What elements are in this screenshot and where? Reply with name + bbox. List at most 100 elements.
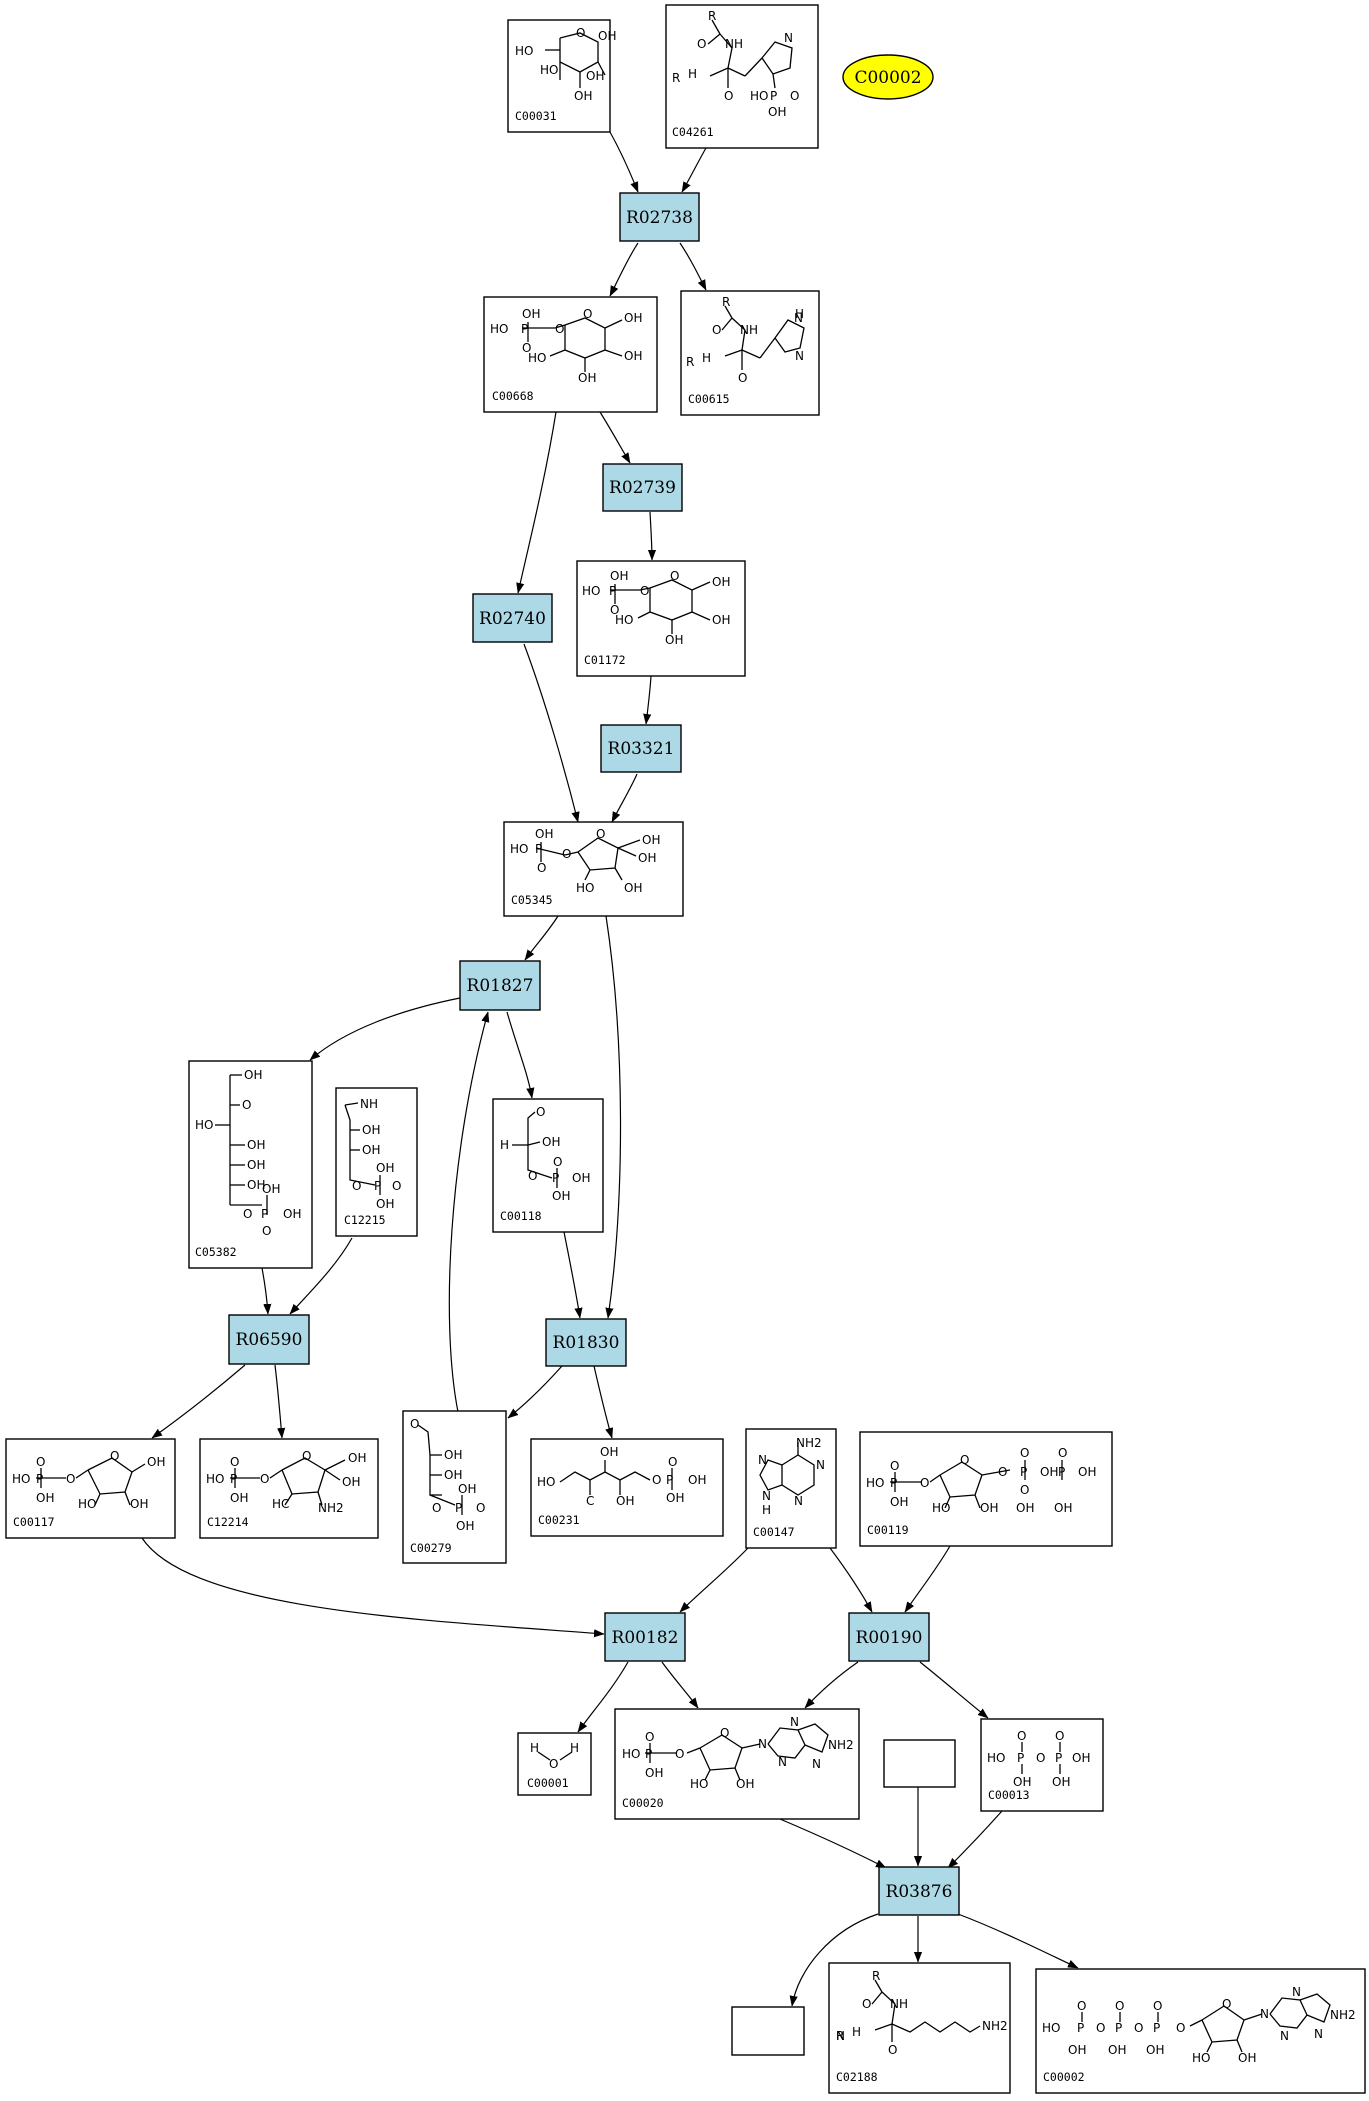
compound-label: C00020 [622,1796,664,1810]
svg-text:O: O [410,1417,419,1431]
structure: O HO P O OH O N N NH2 HO OH N N [622,1715,854,1791]
svg-text:O: O [1115,1999,1124,2013]
svg-text:OH: OH [362,1123,380,1137]
edge-c00031-r02738 [609,131,639,192]
svg-text:OH: OH [610,569,628,583]
reaction-label: R00190 [856,1628,923,1648]
svg-text:OH: OH [362,1143,380,1157]
reaction-r06590[interactable]: R06590 [228,1314,310,1365]
svg-text:O: O [583,307,592,321]
svg-text:OH: OH [247,1158,265,1172]
compound-c00001[interactable]: H O H C00001 [517,1732,592,1796]
compound-c00119[interactable]: O HO P O OH O O HO OH O P OH O P OH O OH… [859,1431,1113,1547]
reaction-r00182[interactable]: R00182 [604,1612,686,1662]
compound-c00668[interactable]: OH HO P O O O OH HO OH OH C00668 [483,296,658,413]
svg-text:NH2: NH2 [796,1436,822,1450]
svg-text:HO: HO [576,881,594,895]
svg-text:O: O [352,1179,361,1193]
svg-text:R: R [672,71,680,85]
compound-label: C00147 [753,1525,795,1539]
svg-text:O: O [302,1449,311,1463]
compound-c05382[interactable]: OH O HO OH OH OH OH O P OH O C05382 [188,1060,313,1269]
svg-text:P: P [455,1501,462,1515]
svg-text:OH: OH [247,1138,265,1152]
compound-c12215[interactable]: NH OH OH OH O P O OH C12215 [335,1087,418,1237]
structure: O HO P O OH O OH HO OH [12,1449,165,1511]
svg-text:OH: OH [376,1197,394,1211]
svg-text:HO: HO [932,1501,950,1515]
compound-c00020[interactable]: O HO P O OH O N N NH2 HO OH N N C00020 [614,1708,860,1820]
structure: R O NH N R H O NH2 [836,1969,1008,2057]
svg-text:O: O [66,1472,75,1486]
compound-blank-2[interactable] [731,2006,805,2056]
compound-c00031[interactable]: HO O OH HO OH OH C00031 [507,19,616,133]
compound-c12214[interactable]: O HO P O OH O OH OH HC NH2 C12214 [199,1438,379,1539]
svg-text:O: O [1134,2021,1143,2035]
edge-r06590-c00177b [274,1364,282,1438]
svg-text:H: H [500,1138,509,1152]
compound-c00118[interactable]: O H OH O O P OH OH C00118 [492,1098,604,1233]
reaction-r02738[interactable]: R02738 [619,192,700,242]
svg-text:N: N [758,1737,767,1751]
svg-text:N: N [794,311,803,325]
compound-c00002[interactable]: O O O HO P O P O P O O OH OH OH N N NH2 … [1035,1968,1366,2094]
reaction-r03321[interactable]: R03321 [600,724,682,773]
compound-c04261[interactable]: R O NH N R H O HO P O OH C04261 [665,4,819,149]
svg-text:OH: OH [1016,1501,1034,1515]
edge-c00013-r03876 [948,1810,1003,1868]
svg-text:N: N [1260,2007,1269,2021]
compound-c01172[interactable]: OH HO P O O O OH HO OH OH C01172 [576,560,746,677]
compound-label: C05345 [511,893,553,907]
svg-text:OH: OH [535,827,553,841]
compound-c02188[interactable]: R O NH N R H O NH2 C02188 [828,1962,1011,2094]
ellipse-c00002[interactable]: C00002 [842,54,934,100]
compound-c00013[interactable]: O O HO P O P OH OH OH C00013 [980,1718,1104,1812]
structure: R O NH H N N R H O [686,295,805,385]
svg-text:N: N [794,1494,803,1508]
svg-text:NH2: NH2 [828,1738,854,1752]
compound-blank-1[interactable] [883,1739,956,1788]
edge-r01830-c00279 [508,1365,563,1419]
reaction-r01830[interactable]: R01830 [545,1318,627,1367]
edge-r03876-blank2 [792,1913,879,2006]
svg-text:O: O [242,1098,251,1112]
reaction-r00190[interactable]: R00190 [848,1612,930,1662]
svg-text:P: P [521,322,528,336]
edge-r01827-c00118 [506,1011,532,1098]
svg-text:NH: NH [890,1997,908,2011]
compound-c00279[interactable]: O OH OH OH O P O OH C00279 [402,1410,507,1564]
reaction-label: R02739 [609,478,676,498]
compound-c00147[interactable]: NH2 N N N N H C00147 [745,1428,837,1549]
compound-c05345[interactable]: OH HO P O O O OH OH HO OH C05345 [503,821,684,917]
svg-text:O: O [1020,1446,1029,1460]
svg-text:O: O [998,1465,1007,1479]
svg-text:OH: OH [247,1178,265,1192]
svg-text:NH: NH [740,323,758,337]
reaction-r02739[interactable]: R02739 [602,463,683,512]
svg-text:OH: OH [244,1068,262,1082]
svg-text:O: O [432,1501,441,1515]
svg-text:P: P [666,1473,673,1487]
reaction-r02740[interactable]: R02740 [472,593,553,643]
svg-text:O: O [1020,1483,1029,1497]
svg-text:OH: OH [980,1501,998,1515]
edge-c00668-r02739 [599,411,631,463]
svg-text:P: P [36,1472,43,1486]
svg-text:NH2: NH2 [318,1501,344,1515]
reaction-r03876[interactable]: R03876 [878,1866,960,1916]
compound-c00117[interactable]: O HO P O OH O OH HO OH C00117 [5,1438,176,1539]
svg-text:H: H [795,307,804,321]
compound-c00231[interactable]: OH O HO C OH O P OH OH C00231 [530,1438,724,1537]
reaction-r01827[interactable]: R01827 [459,960,541,1011]
compound-label: C00117 [13,1515,55,1529]
svg-text:O: O [553,1155,562,1169]
svg-text:P: P [890,1476,897,1490]
structure: H O H [530,1741,579,1771]
svg-text:OH: OH [1146,2043,1164,2057]
svg-text:O: O [862,1997,871,2011]
edge-c12215-r06590 [290,1237,353,1314]
svg-text:R: R [836,2029,844,2043]
compound-c00615[interactable]: R O NH H N N R H O C00615 [680,290,820,416]
svg-text:OH: OH [147,1455,165,1469]
svg-text:OH: OH [890,1495,908,1509]
